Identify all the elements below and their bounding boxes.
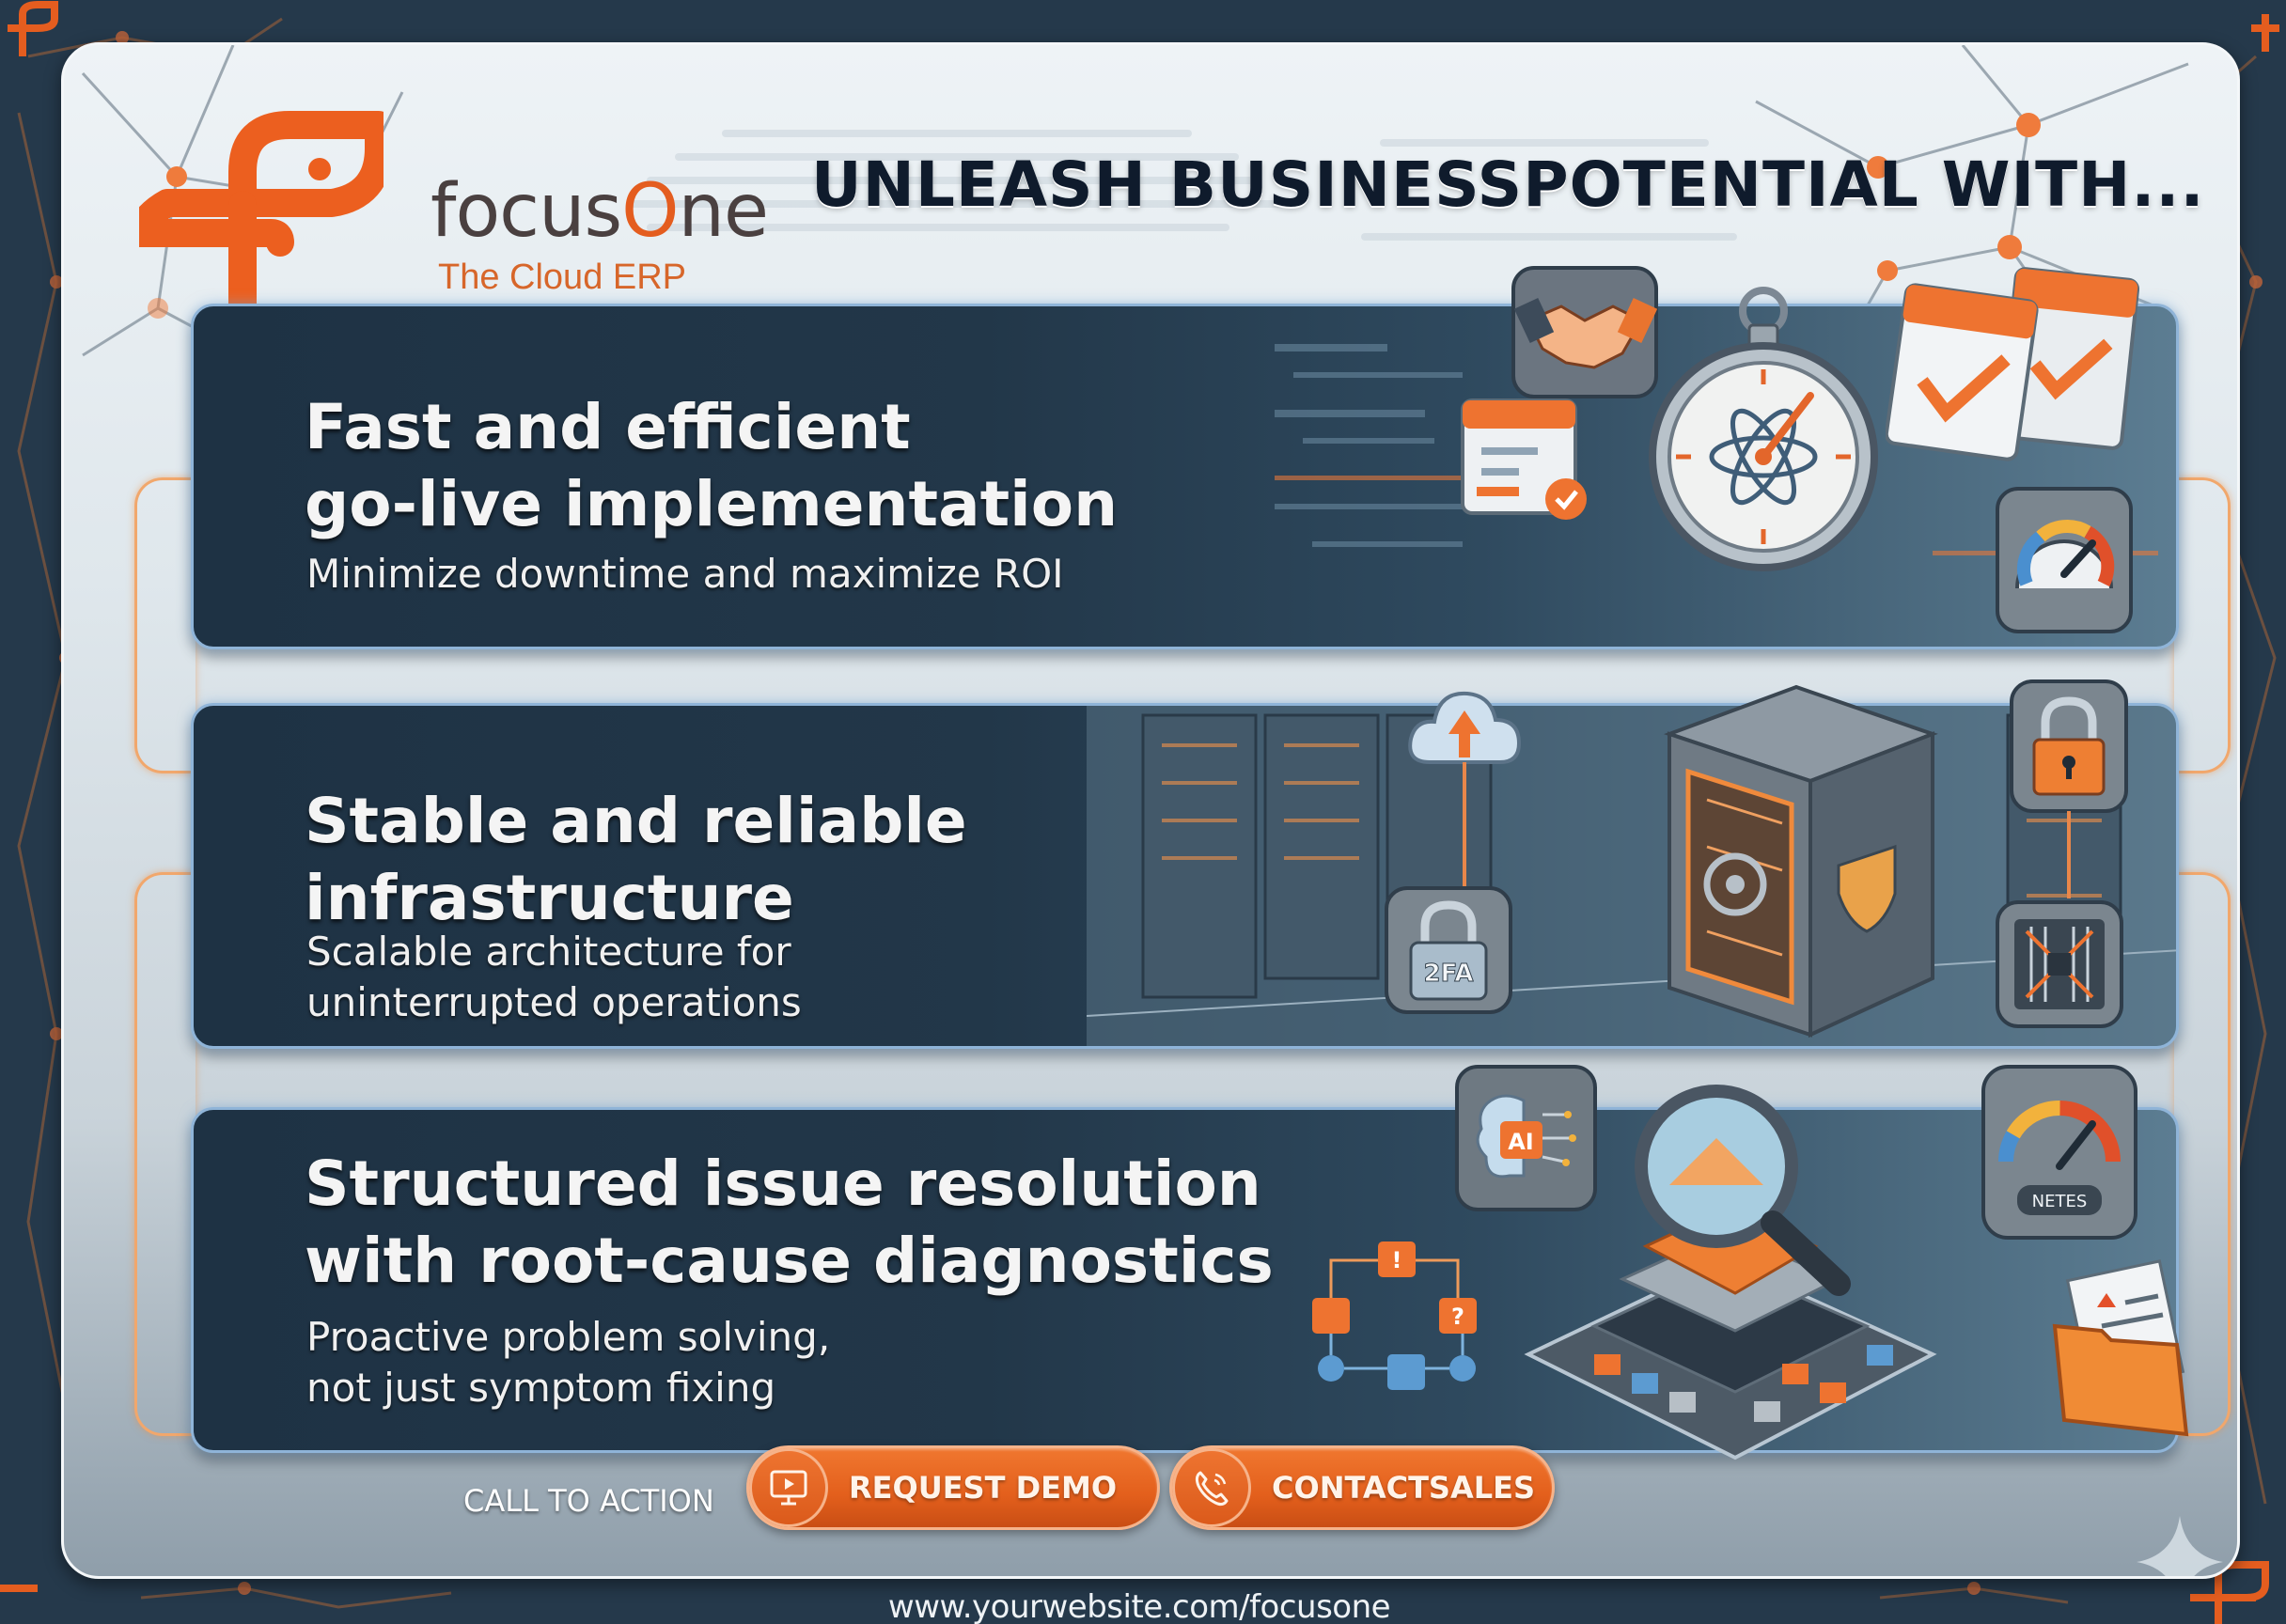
magnifier-icon: [1524, 1085, 1937, 1460]
connector-line-left-1: [134, 477, 196, 773]
connector-line-right-1: [2174, 477, 2231, 773]
panel-network-pattern: [81, 45, 2189, 488]
sparkle-icon: [2137, 1516, 2223, 1576]
phone-icon: [1172, 1448, 1251, 1527]
calendar-check-icon: [1886, 267, 2139, 461]
handshake-icon: [1511, 266, 1658, 398]
connector-line-left-2: [134, 872, 196, 1436]
2fa-label: 2FA: [1424, 960, 1474, 988]
safe-vault-icon: [1663, 684, 1938, 1038]
svg-text:?: ?: [1451, 1304, 1464, 1330]
footer-website-link[interactable]: www.yourwebsite.com/focusone: [0, 1588, 2286, 1624]
call-to-action-label: CALL TO ACTION: [463, 1483, 714, 1519]
brand-name-prefix: focus: [431, 169, 622, 254]
stopwatch-icon: [1649, 287, 1878, 571]
monitor-play-icon: [749, 1448, 828, 1527]
cloud-upload-icon: [1408, 691, 1522, 898]
feature-card-infrastructure[interactable]: Stable and reliable infrastructure Scala…: [191, 679, 2179, 1049]
gauge-label: NETES: [2032, 1192, 2088, 1211]
brand-name: focusOne: [431, 169, 769, 254]
footer-url-text: www.yourwebsite.com/focusone: [887, 1588, 1391, 1624]
request-demo-label: REQUEST DEMO: [849, 1470, 1118, 1506]
feature-title: Fast and efficient go-live implementatio…: [305, 391, 1119, 540]
connector-line-right-2: [2174, 872, 2231, 1436]
focusone-logo-icon: [139, 111, 384, 327]
chip-icon: [1996, 900, 2123, 1028]
contact-sales-label: CONTACTSALES: [1272, 1470, 1535, 1506]
padlock-icon: [2010, 679, 2128, 898]
folder-alert-icon: [2052, 1259, 2189, 1437]
gauge-icon: NETES: [1981, 1065, 2137, 1240]
brand-name-o: O: [621, 169, 679, 254]
feature-card-issue-resolution[interactable]: Structured issue resolution with root-ca…: [191, 1065, 2189, 1460]
main-panel: focusOne The Cloud ERP UNLEASH BUSINESSP…: [61, 42, 2240, 1579]
feature-title: Structured issue resolution with root-ca…: [305, 1148, 1274, 1297]
feature-card-implementation[interactable]: Fast and efficient go-live implementatio…: [191, 266, 2179, 649]
task-calendar-icon: [1461, 398, 1587, 520]
request-demo-button[interactable]: REQUEST DEMO: [746, 1445, 1160, 1530]
contact-sales-button[interactable]: CONTACTSALES: [1169, 1445, 1555, 1530]
feature-subtitle: Minimize downtime and maximize ROI: [306, 551, 1064, 597]
ai-label: AI: [1508, 1129, 1534, 1155]
flowchart-icon: ! ?: [1312, 1241, 1477, 1390]
page-headline: UNLEASH BUSINESSPOTENTIAL WITH...: [811, 148, 2205, 221]
feature-subtitle: Scalable architecture for uninterrupted …: [306, 929, 802, 1025]
brand-name-suffix: ne: [678, 169, 769, 254]
brand-tagline: The Cloud ERP: [438, 258, 687, 297]
feature-subtitle: Proactive problem solving, not just symp…: [306, 1314, 831, 1411]
feature-title: Stable and reliable infrastructure: [305, 785, 967, 934]
2fa-lock-icon: 2FA: [1385, 886, 1512, 1014]
svg-text:!: !: [1392, 1247, 1402, 1273]
speedometer-icon: [1996, 487, 2133, 633]
brand-logo[interactable]: focusOne The Cloud ERP: [139, 83, 825, 327]
ai-brain-icon: AI: [1455, 1065, 1597, 1211]
